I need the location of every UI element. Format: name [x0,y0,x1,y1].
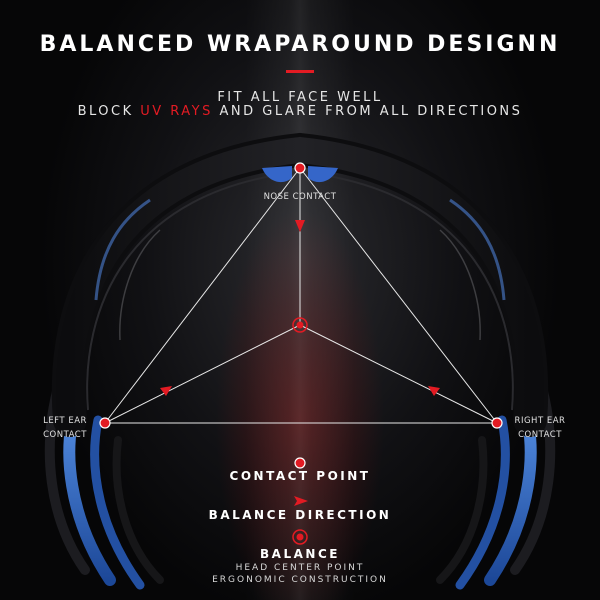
right-ear-label-line1: RIGHT EAR [514,416,566,426]
balance-center-dot [292,317,308,333]
arrow-down [295,220,305,232]
subtitle-prefix: BLOCK [77,104,141,119]
direction-arrows [160,220,440,396]
page-title: BALANCED WRAPAROUND DESIGNN [39,32,561,57]
subtitle-line-1: FIT ALL FACE WELL [217,90,383,105]
contact-point-icon [294,457,306,469]
legend-balance: BALANCE [260,547,340,561]
legend-balance-direction: BALANCE DIRECTION [208,508,392,522]
arrow-left-to-center [160,386,172,396]
nose-contact-dot [294,162,306,174]
subtitle-suffix: AND GLARE FROM ALL DIRECTIONS [212,104,523,119]
nose-pads [262,166,338,183]
balance-direction-icon [294,496,308,506]
subtitle-highlight: UV RAYS [140,104,213,119]
nose-contact-label: NOSE CONTACT [263,192,337,202]
contact-points [99,162,503,429]
left-ear-label: LEFT EAR CONTACT [30,414,100,442]
legend-balance-sub2: ERGONOMIC CONSTRUCTION [212,575,388,585]
balance-lines [104,167,498,424]
title-underline [286,70,314,73]
right-ear-label: RIGHT EAR CONTACT [505,414,575,442]
left-ear-label-line1: LEFT EAR [43,416,87,426]
subtitle-line-2: BLOCK UV RAYS AND GLARE FROM ALL DIRECTI… [0,104,600,119]
legend-balance-sub1: HEAD CENTER POINT [235,563,365,573]
legend-contact-point: CONTACT POINT [229,469,371,483]
right-ear-contact-dot [491,417,503,429]
balance-icon [292,529,308,545]
left-ear-contact-dot [99,417,111,429]
right-ear-label-line2: CONTACT [518,430,562,440]
legend-icons [292,457,308,545]
arrow-right-to-center [428,386,440,396]
left-ear-label-line2: CONTACT [43,430,87,440]
